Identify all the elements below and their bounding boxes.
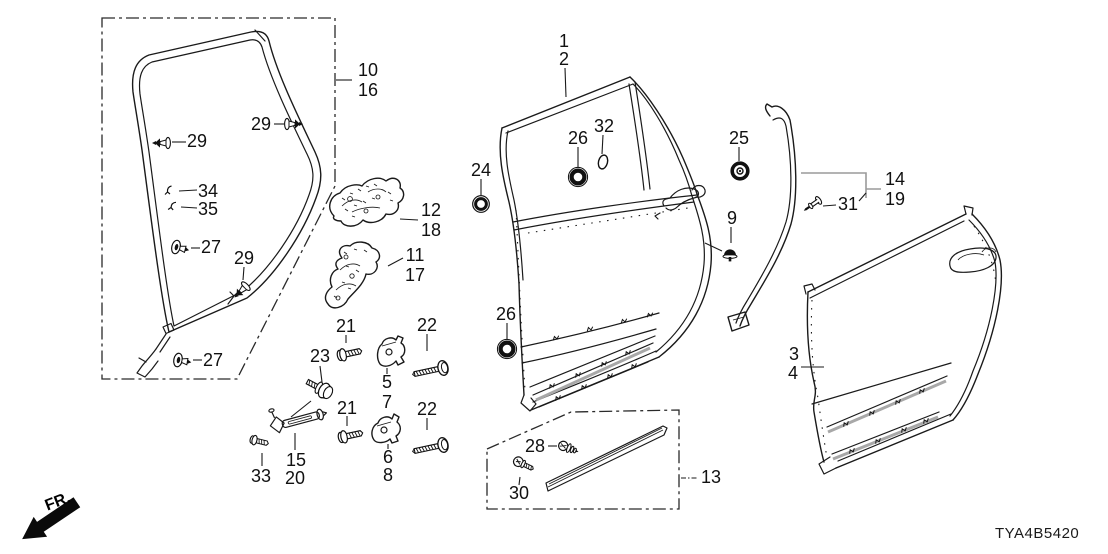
callout-checker-b: 20 xyxy=(284,468,306,488)
hole-32 xyxy=(597,154,609,170)
callout-clip-34: 34 xyxy=(197,181,219,201)
callout-grommet-24: 24 xyxy=(470,160,492,180)
hinge-6-8-drawing xyxy=(371,413,401,444)
callout-bolt-22-upper: 22 xyxy=(416,315,438,335)
callout-checker-a: 15 xyxy=(285,450,307,470)
callout-hinge-upper-a: 5 xyxy=(381,372,393,392)
checker-15-20-drawing xyxy=(268,408,328,434)
callout-clip-27-upper: 27 xyxy=(200,237,222,257)
callout-outer-panel-a: 3 xyxy=(788,344,800,364)
callout-grommet-26-upper: 26 xyxy=(567,128,589,148)
callout-weatherstrip-b: 16 xyxy=(357,80,379,100)
callout-seal-rear-b: 19 xyxy=(884,189,906,209)
molding-13-drawing xyxy=(545,425,668,492)
callout-hinge-lower-b: 8 xyxy=(382,465,394,485)
leader-lines xyxy=(172,67,881,486)
callout-grommet-26-lower: 26 xyxy=(495,304,517,324)
callout-clip-29-bottom: 29 xyxy=(233,248,255,268)
callout-outer-panel-b: 4 xyxy=(787,363,799,383)
callout-clip-9: 9 xyxy=(726,208,738,228)
callout-clip-29-rear: 29 xyxy=(250,114,272,134)
grommet-26-upper xyxy=(568,167,587,186)
callout-door-panel: 1 xyxy=(558,31,570,51)
outer-panel-drawing xyxy=(803,205,1003,475)
molding-box xyxy=(486,409,680,510)
diagram-part-code: TYA4B5420 xyxy=(995,525,1080,542)
callout-hinge-upper-b: 7 xyxy=(381,392,393,412)
inset-box-weatherstrip xyxy=(101,17,336,380)
callout-hole-32: 32 xyxy=(593,116,615,136)
gusset-12-18-drawing xyxy=(329,177,405,227)
callout-molding: 13 xyxy=(700,467,722,487)
grommet-26-lower xyxy=(497,339,516,358)
callout-gusset-upper-a: 12 xyxy=(420,200,442,220)
callout-clip-27-lower: 27 xyxy=(202,350,224,370)
callout-screw-30: 30 xyxy=(508,483,530,503)
callout-gusset-upper-b: 18 xyxy=(420,220,442,240)
callout-bolt-22-lower: 22 xyxy=(416,399,438,419)
callout-hinge-lower-a: 6 xyxy=(382,447,394,467)
callout-gusset-lower-b: 17 xyxy=(404,265,426,285)
callout-gusset-lower-a: 11 xyxy=(405,245,425,265)
callout-bolt-23: 23 xyxy=(309,346,331,366)
callout-clip-35: 35 xyxy=(197,199,219,219)
hinge-5-7-drawing xyxy=(376,335,406,367)
callout-screw-33: 33 xyxy=(250,466,272,486)
callout-seal-rear-a: 14 xyxy=(884,169,906,189)
callout-bolt-21-lower: 21 xyxy=(336,398,358,418)
callout-bolt-21-upper: 21 xyxy=(335,316,357,336)
front-direction-arrow xyxy=(22,497,81,540)
callout-clip-29-front: 29 xyxy=(186,131,208,151)
seal-14-19-drawing xyxy=(727,103,797,332)
callout-nut-25: 25 xyxy=(728,128,750,148)
door-inner-panel-drawing xyxy=(499,76,713,412)
callout-door-panel-comp: 2 xyxy=(558,49,570,69)
callout-weatherstrip-a: 10 xyxy=(357,60,379,80)
callout-clip-28: 28 xyxy=(524,436,546,456)
callout-clip-31: 31 xyxy=(837,194,859,214)
gusset-11-17-drawing xyxy=(324,241,381,309)
